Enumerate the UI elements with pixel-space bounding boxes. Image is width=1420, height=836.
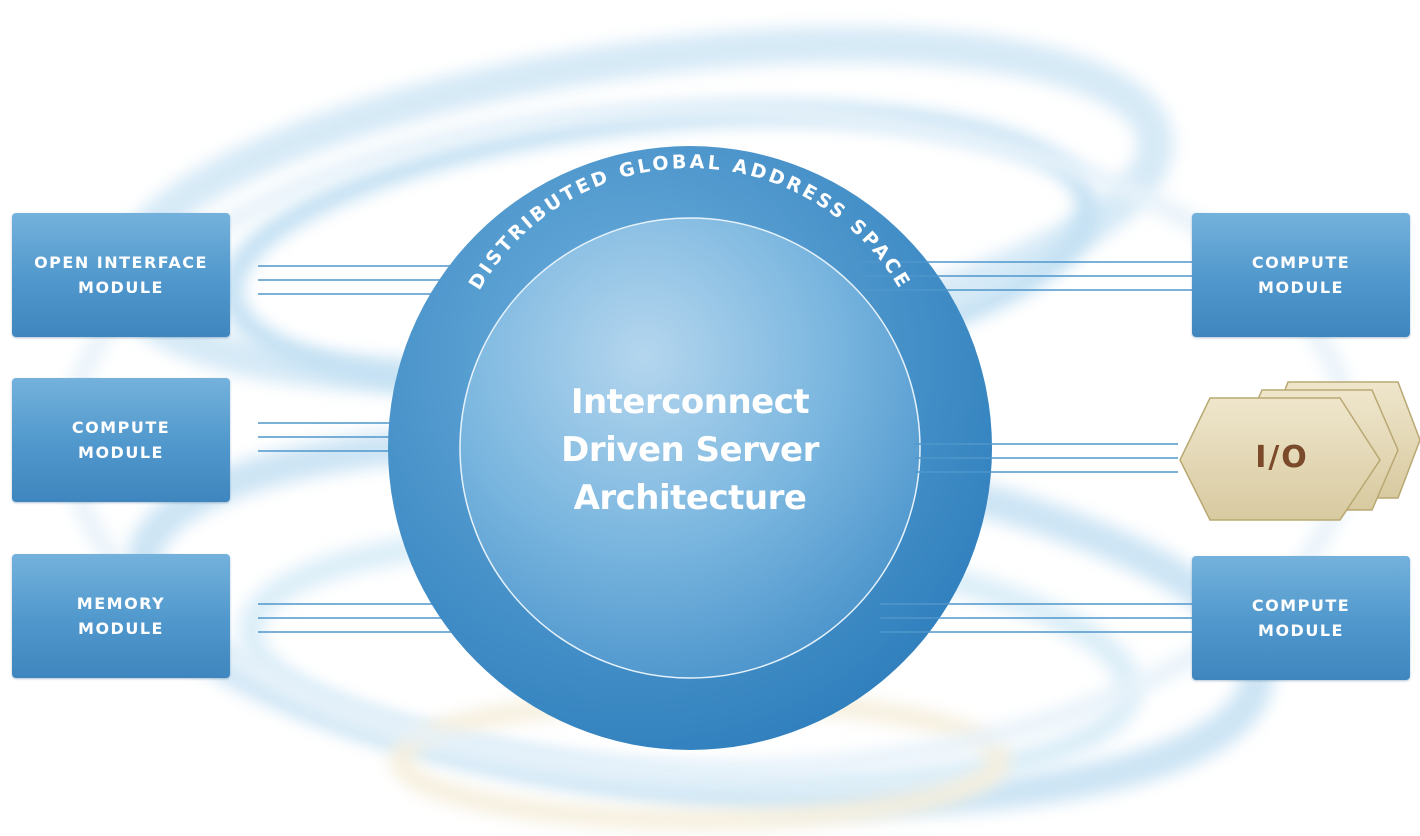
interconnect-core [459, 217, 921, 679]
io-module [1179, 381, 1420, 521]
center-title-line-3: Architecture [573, 478, 807, 518]
center-title-line-1: Interconnect [570, 382, 810, 422]
memory-module: MEMORY MODULE [12, 554, 230, 678]
center-title-line-2: Driven Server [561, 430, 819, 470]
compute-module-right-top: COMPUTE MODULE [1192, 213, 1410, 337]
open-interface-module: OPEN INTERFACE MODULE [12, 213, 230, 337]
module-label: MEMORY MODULE [76, 594, 166, 638]
module-label: COMPUTE MODULE [1251, 596, 1351, 640]
module-label: COMPUTE MODULE [1251, 253, 1351, 297]
connector-lines-right [860, 261, 1192, 633]
io-label: I/O [1255, 440, 1309, 475]
module-label: OPEN INTERFACE MODULE [34, 253, 208, 297]
center-title: Interconnect Driven Server Architecture [520, 378, 860, 522]
compute-module-right-bottom: COMPUTE MODULE [1192, 556, 1410, 680]
compute-module-left: COMPUTE MODULE [12, 378, 230, 502]
io-hexagon-front [1179, 397, 1381, 521]
module-label: COMPUTE MODULE [71, 418, 171, 462]
